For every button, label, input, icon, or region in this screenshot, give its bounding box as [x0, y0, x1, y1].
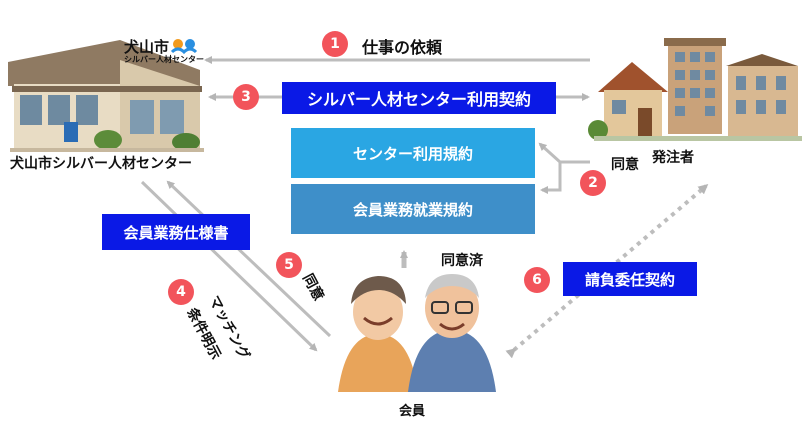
agreed-label: 同意済 [441, 253, 483, 269]
step-4-badge: 4 [168, 279, 194, 305]
step-6-contract-box: 請負委任契約 [563, 262, 697, 296]
member-label: 会員 [399, 404, 426, 419]
step-3-contract-box: シルバー人材センター利用契約 [282, 82, 556, 114]
arrow-member-consent [166, 180, 332, 338]
logo-text: 犬山市 [124, 38, 170, 56]
arrow-consent-top [538, 142, 562, 164]
step-2-label: 同意 [611, 157, 639, 173]
step-5-badge: 5 [276, 252, 302, 278]
center-name: 犬山市シルバー人材センター [10, 156, 192, 172]
step-2-badge: 2 [580, 170, 606, 196]
members-illustration [338, 274, 496, 392]
center-building-illustration [8, 40, 204, 152]
orderer-label: 発注者 [652, 150, 694, 166]
step-1-label: 仕事の依頼 [362, 38, 443, 57]
arrow-matching [140, 180, 318, 352]
center-logo [170, 39, 198, 55]
member-spec-box: 会員業務仕様書 [102, 214, 250, 250]
logo-subtext: シルバー人材センター [124, 55, 204, 64]
step-1-badge: 1 [322, 31, 348, 57]
center-rules-box: センター利用規約 [291, 128, 535, 178]
step-6-badge: 6 [524, 267, 550, 293]
step-3-badge: 3 [233, 84, 259, 110]
orderer-houses-illustration [588, 38, 802, 141]
member-rules-box: 会員業務就業規約 [291, 184, 535, 234]
